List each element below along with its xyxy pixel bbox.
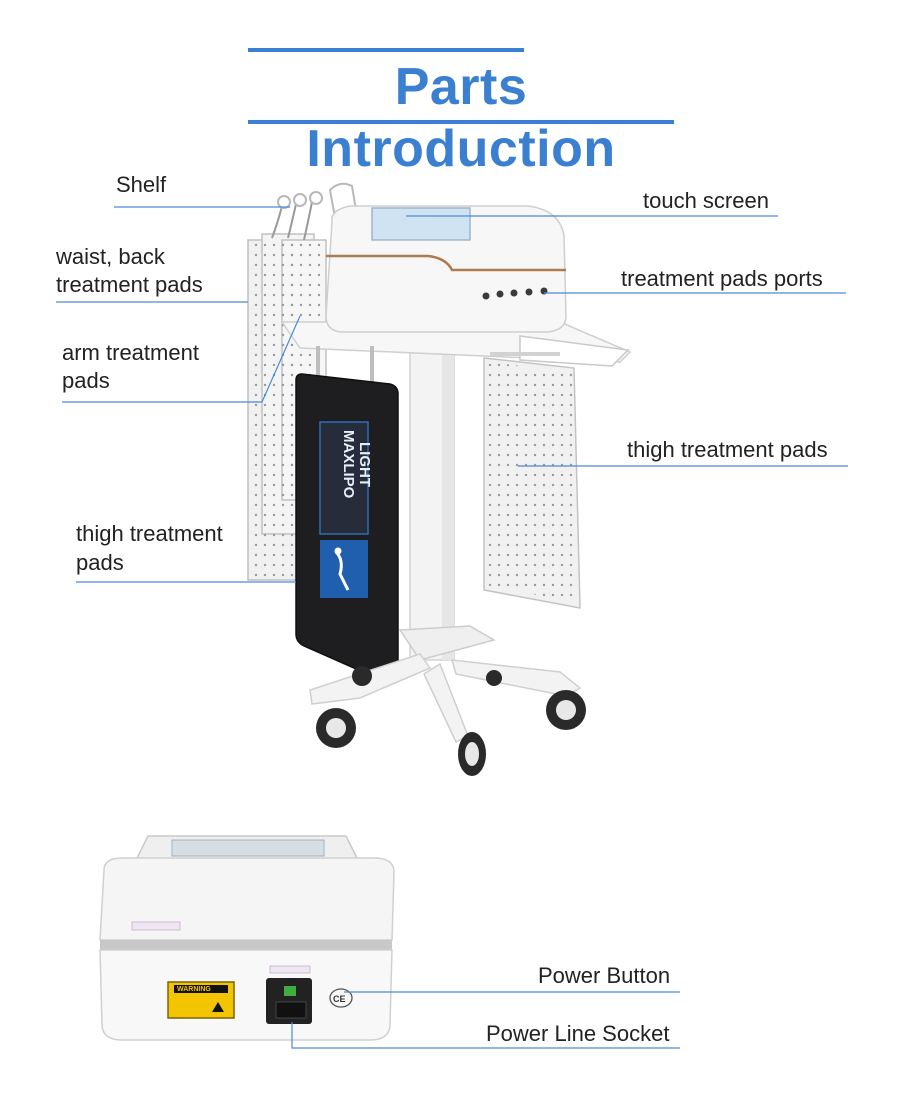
unit-trim-line [326, 254, 566, 272]
right-dotted-pad [483, 352, 581, 609]
label-power-button: Power Button [538, 963, 671, 988]
pad-port-dots [482, 287, 548, 300]
label-shelf: Shelf [116, 172, 167, 197]
front-dark-pad [295, 346, 399, 685]
label-waist-back-line-1: waist, back [56, 244, 165, 269]
warning-triangle-icon [212, 1002, 224, 1012]
ce-mark-text: CE [333, 994, 346, 1004]
shelf-hooks [277, 182, 358, 214]
leader-lines [56, 206, 848, 1049]
rear-view-device [99, 835, 395, 1041]
label-power-line-socket: Power Line Socket [486, 1021, 670, 1046]
label-touch-screen: touch screen [643, 188, 769, 213]
power-switch [284, 986, 296, 996]
label-thigh-right: thigh treatment pads [627, 437, 828, 462]
cart-wheels [316, 666, 586, 776]
pad-cables [271, 201, 313, 241]
main-unit [325, 205, 567, 333]
label-arm-line-1: arm treatment [62, 340, 199, 365]
cart-column-shade [442, 330, 454, 660]
page-title: Parts Introduction [306, 58, 616, 178]
label-thigh-left-line-1: thigh treatment [76, 521, 223, 546]
label-treatment-pads-ports: treatment pads ports [621, 266, 823, 291]
warning-text: WARNING [177, 986, 211, 993]
pad-brand-line-2: LIGHT [356, 442, 373, 487]
pad-brand-line-1: MAXLIPO [340, 430, 357, 499]
title-underline-bottom [248, 120, 674, 124]
title-underline-top [248, 48, 524, 52]
label-waist-back-line-2: treatment pads [56, 272, 203, 297]
ce-mark-icon [329, 988, 353, 1008]
label-arm-line-2: pads [62, 368, 110, 393]
touch-screen-panel [371, 207, 471, 241]
title-block: Parts Introduction [248, 48, 674, 178]
label-thigh-left-line-2: pads [76, 550, 124, 575]
